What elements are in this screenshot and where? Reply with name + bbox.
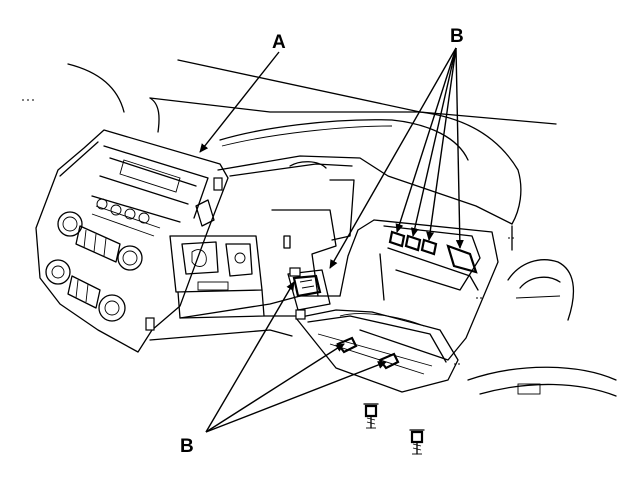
arrow-b-top-4	[426, 47, 457, 241]
mounting-bracket	[169, 199, 265, 319]
center-panel-a	[35, 129, 229, 353]
callout-arrows	[199, 47, 464, 433]
arrow-b-top-2	[395, 47, 457, 233]
dashboard-top	[217, 155, 513, 225]
glovebox-area	[295, 219, 499, 393]
door-outline	[467, 225, 617, 397]
bolt-left	[363, 403, 379, 429]
arrow-b-bottom-1	[205, 281, 295, 433]
arrow-a	[199, 51, 280, 153]
callout-label-b-top: B	[450, 26, 464, 47]
arrow-b-bottom-2	[205, 343, 345, 433]
callout-label-b-bottom: B	[180, 436, 194, 457]
arrow-b-top-5	[455, 47, 464, 249]
arrow-b-top-3	[410, 47, 457, 237]
windshield-outline	[67, 59, 557, 225]
arrow-b-bottom-3	[205, 361, 387, 433]
arrow-b-top-1	[329, 47, 457, 269]
bolt-right	[409, 429, 425, 455]
lower-dash	[149, 179, 375, 341]
alignment-dashes	[22, 99, 516, 365]
clip-b-lower-left	[287, 267, 331, 311]
callout-label-a: A	[272, 32, 286, 53]
